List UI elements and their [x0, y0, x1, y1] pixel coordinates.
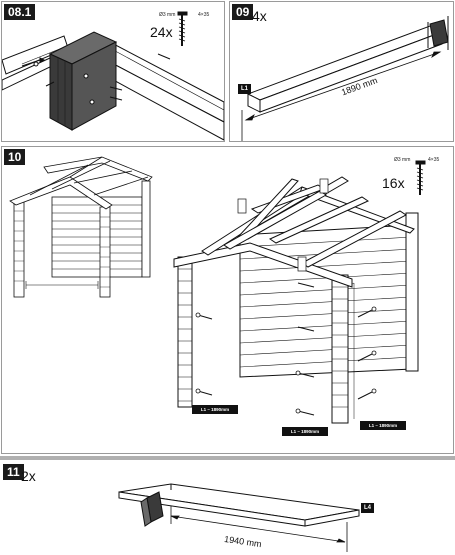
screw-icon	[415, 160, 426, 195]
step-number: 09	[236, 5, 250, 19]
quantity-label: 4x	[252, 8, 267, 24]
part-label-l4: L4	[361, 503, 374, 513]
screw-size: 4×35	[198, 12, 210, 18]
step-number: 08.1	[8, 5, 32, 19]
screw-icon	[177, 11, 188, 46]
step-badge: 08.1	[4, 4, 36, 20]
beam-l4-illustration	[118, 483, 360, 552]
panel-step-11: 11 2x L4 1940 mm	[1, 462, 454, 554]
callout-l1-front-left: L1 – 1890mm	[282, 427, 328, 436]
panel-step-08-1: 08.1	[1, 1, 225, 142]
section-divider	[0, 456, 455, 460]
quantity-label: 2x	[21, 468, 36, 484]
screw-size: 4×35	[428, 157, 440, 163]
step-number: 11	[7, 465, 20, 479]
quantity-label: 24x	[150, 24, 173, 40]
part-label-l1: L1	[238, 84, 251, 94]
panel-step-09: 09 4x L1 1890 mm	[229, 1, 454, 142]
step-badge: 10	[4, 149, 26, 165]
callout-l1-front-right: L1 – 1890mm	[360, 421, 406, 430]
screw-diameter: Ø3 mm	[394, 157, 411, 163]
screw-diameter: Ø3 mm	[159, 12, 176, 18]
step-number: 10	[8, 150, 22, 164]
roof-joint-illustration	[2, 11, 224, 141]
step-badge: 11	[3, 464, 24, 480]
quantity-label: 16x	[382, 175, 405, 191]
beam-l1-illustration	[241, 16, 449, 141]
panel-step-10: 10	[1, 146, 454, 454]
step-badge: 09	[232, 4, 254, 20]
shed-frame-illustration	[9, 156, 426, 424]
callout-l1-small-shed: L1 – 1890mm	[192, 405, 238, 414]
